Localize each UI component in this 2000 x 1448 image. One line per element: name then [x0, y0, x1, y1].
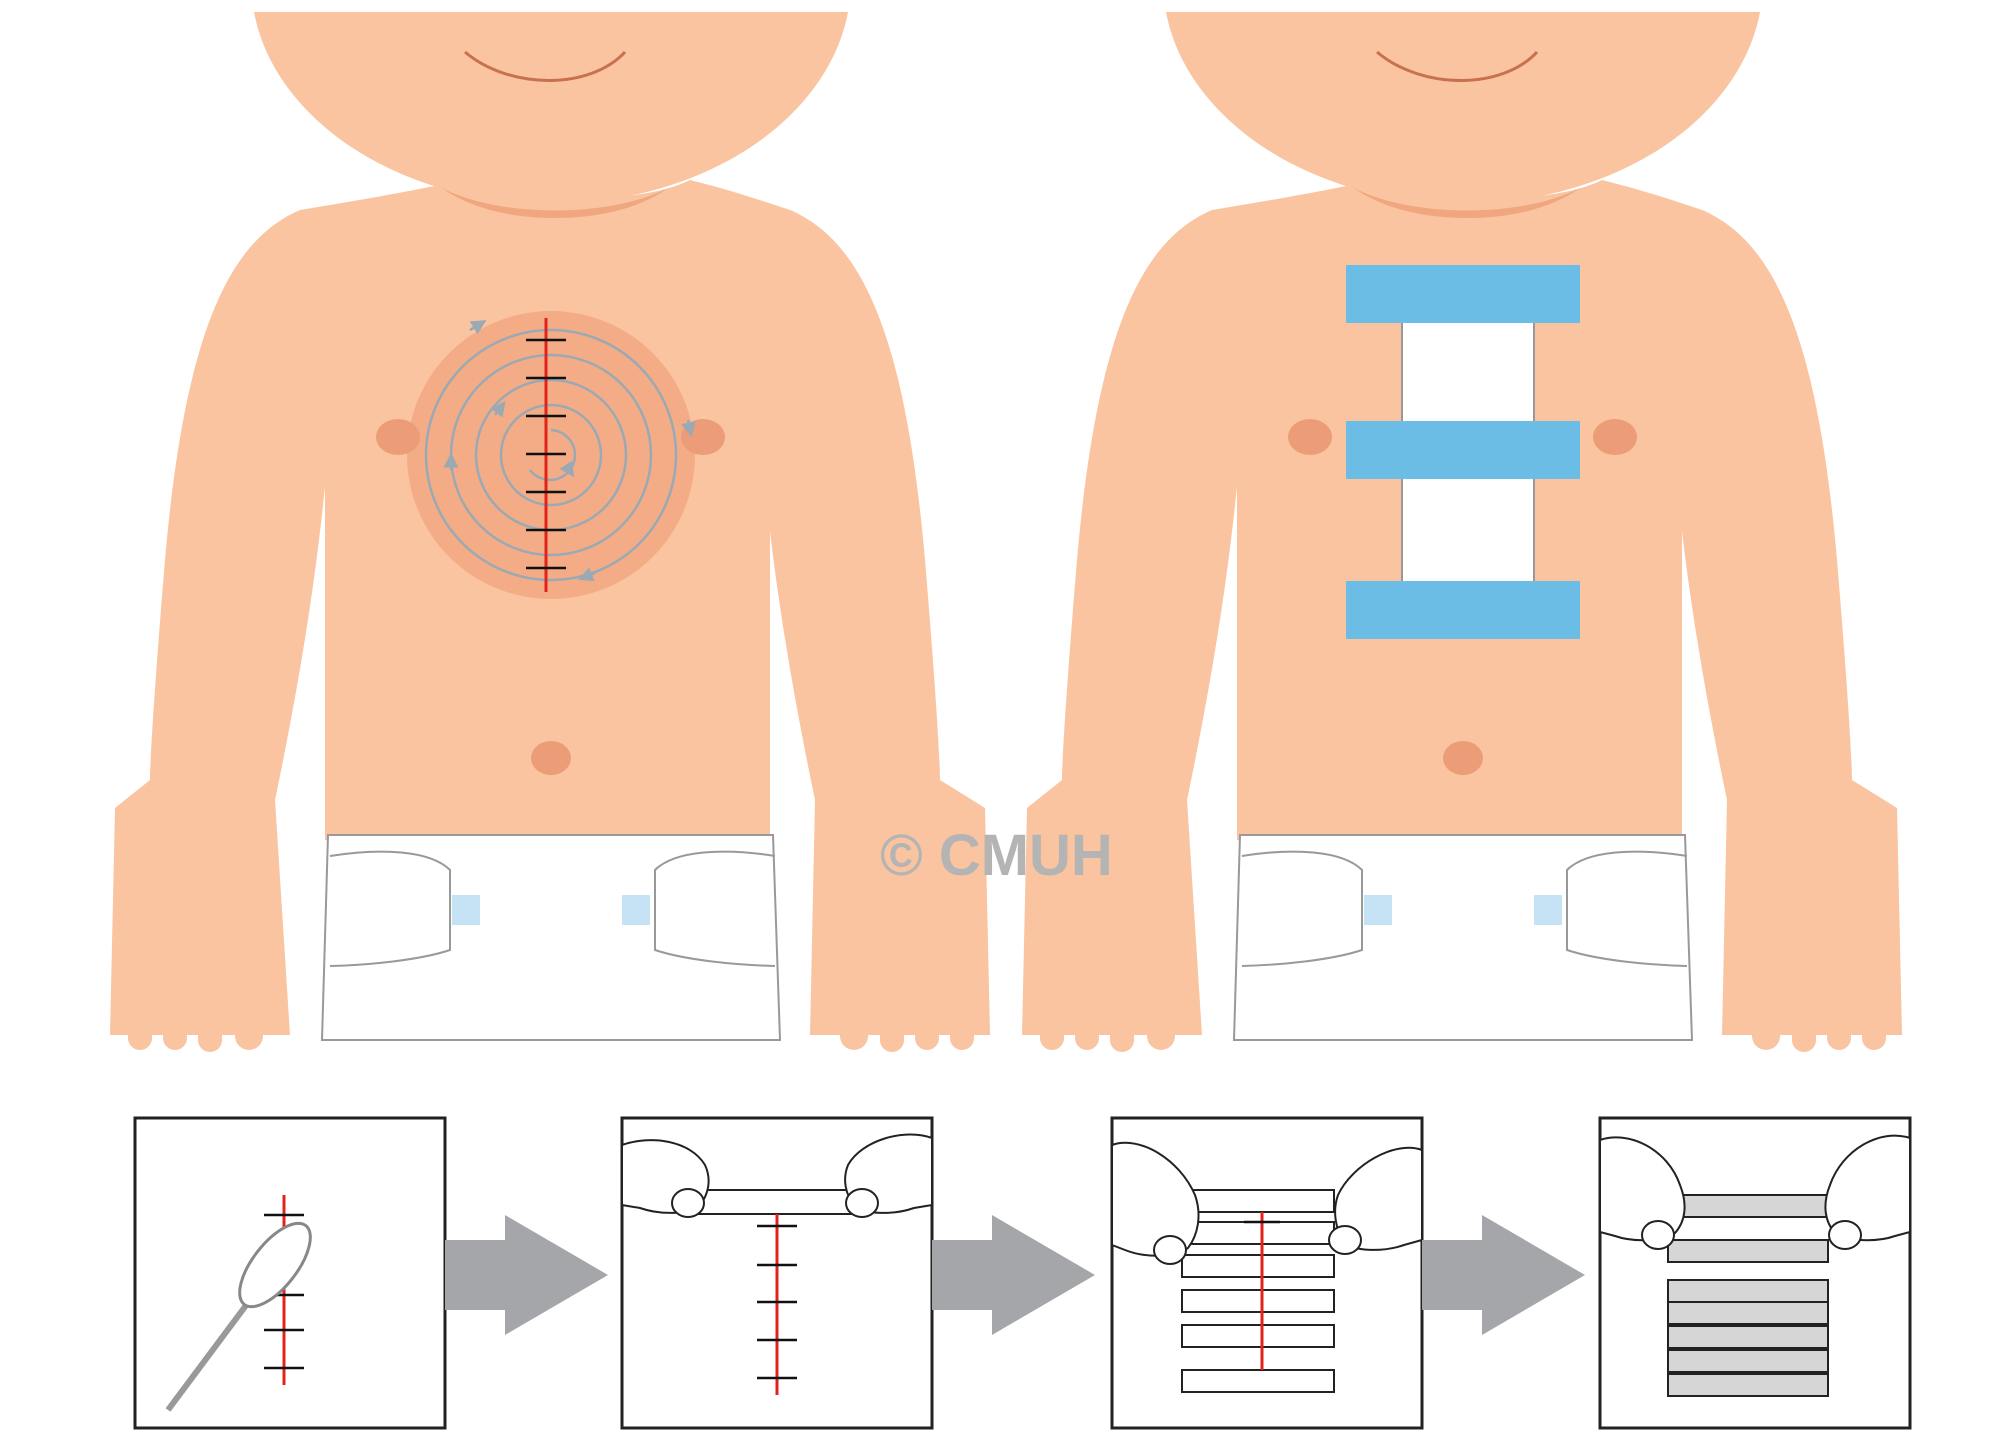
step-arrow-2: [932, 1215, 1095, 1335]
step-arrow-3: [1422, 1215, 1585, 1335]
tape-strip-bottom: [1346, 581, 1580, 639]
step-panel-4: [1598, 1116, 1912, 1430]
step-panel-1: [133, 1116, 447, 1430]
right-hand-icon: [1328, 1146, 1423, 1255]
wound-dressing: [1346, 265, 1580, 639]
copyright-watermark: © CMUH: [880, 823, 1113, 888]
right-hand-icon: [1824, 1134, 1911, 1250]
step-arrow-1: [445, 1215, 608, 1335]
right-figure: [1020, 10, 1904, 1054]
left-figure: [108, 10, 992, 1054]
incision-line: [757, 1214, 797, 1395]
cotton-swab-icon: [165, 1221, 312, 1412]
left-hand-icon: [621, 1139, 710, 1218]
incision-line: [526, 318, 566, 592]
left-hand-icon: [1599, 1136, 1686, 1250]
tape-strip-top: [1346, 265, 1580, 323]
step-panel-2: [620, 1116, 934, 1430]
left-nipple: [376, 419, 420, 455]
adhesive-strips: [1667, 1194, 1836, 1397]
right-nipple: [1593, 419, 1637, 455]
adhesive-strip: [689, 1189, 861, 1215]
tape-strip-middle: [1346, 421, 1580, 479]
step-panel-3: [1110, 1116, 1424, 1430]
right-nipple: [681, 419, 725, 455]
left-hand-icon: [1111, 1141, 1200, 1265]
right-hand-icon: [844, 1133, 933, 1218]
left-nipple: [1288, 419, 1332, 455]
